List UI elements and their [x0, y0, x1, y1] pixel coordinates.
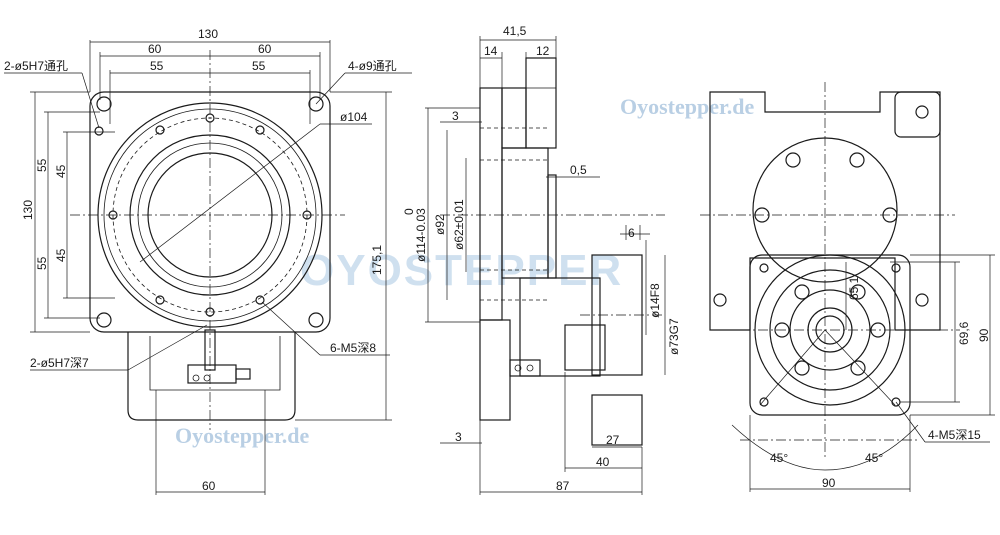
dim-92: ø92 — [433, 214, 447, 235]
sensor-body — [187, 364, 237, 384]
callout-pin-holes-bottom: 2-ø5H7深7 — [30, 356, 89, 370]
sensor-post — [204, 329, 216, 371]
dim-65-1: 65,1 — [847, 276, 861, 300]
dim-69-6: 69,6 — [957, 321, 971, 345]
dim-27: 27 — [606, 433, 620, 447]
dim-41-5: 41,5 — [503, 24, 527, 38]
corner-hole — [308, 96, 324, 112]
corner-hole — [96, 96, 112, 112]
dim-45-bot: 45 — [54, 248, 68, 262]
dim-90-vertical: 90 — [977, 328, 991, 342]
dim-60-right: 60 — [258, 42, 272, 56]
bolt-hole — [155, 125, 165, 135]
dim-55-right: 55 — [252, 59, 266, 73]
dim-62: ø62±0.01 — [452, 199, 466, 250]
dim-73g7: ø73G7 — [667, 318, 681, 355]
bolt-hole — [255, 125, 265, 135]
callout-through-holes: 4-ø9通孔 — [348, 59, 397, 73]
dim-55-bot: 55 — [35, 256, 49, 270]
dim-14: 14 — [484, 44, 498, 58]
dim-87: 87 — [556, 479, 570, 493]
watermark-bottom: Oyostepper.de — [175, 423, 309, 448]
dim-6: 6 — [628, 226, 635, 240]
dim-55-left: 55 — [150, 59, 164, 73]
callout-rear-m5: 4-M5深15 — [928, 428, 981, 442]
dim-angle-left: 45° — [770, 451, 788, 465]
dim-55-top: 55 — [35, 158, 49, 172]
bolt-hole — [155, 295, 165, 305]
dim-14f8: ø14F8 — [648, 283, 662, 318]
dia-leader — [139, 123, 321, 263]
dim-0-5: 0,5 — [570, 163, 587, 177]
dim-90-horizontal: 90 — [822, 476, 836, 490]
dim-60-left: 60 — [148, 42, 162, 56]
left-front-view: 130 60 60 55 55 130 55 45 45 55 175,1 60 — [4, 27, 412, 495]
right-rear-view: 65,1 69,6 90 45° 45° 4-M5深15 90 — [700, 82, 995, 492]
dim-3-top: 3 — [452, 109, 459, 123]
dim-60-bottom: 60 — [202, 479, 216, 493]
dim-130-top: 130 — [198, 27, 218, 41]
callout-pin-holes-top: 2-ø5H7通孔 — [4, 59, 68, 73]
dim-angle-right: 45° — [865, 451, 883, 465]
watermark-top: Oyostepper.de — [620, 94, 754, 119]
top-collar — [525, 57, 557, 149]
corner-hole — [308, 312, 324, 328]
dim-114-lower: ø114-0.03 — [414, 208, 428, 262]
bolt-hole — [255, 295, 265, 305]
lower-body — [127, 332, 296, 421]
pin-hole — [94, 126, 104, 136]
dim-114-upper: 0 — [402, 208, 416, 215]
callout-dia104: ø104 — [340, 110, 368, 124]
watermark-logo: OYOSTEPPER — [300, 246, 623, 295]
lower-housing — [519, 277, 601, 377]
dim-130-left: 130 — [21, 200, 35, 220]
dim-175-1: 175,1 — [370, 245, 384, 275]
side-section-view: 41,5 14 12 3 0,5 0 ø114-0.03 ø92 ø62±0.0… — [402, 24, 681, 495]
base-block — [591, 394, 643, 446]
lower-body-inner — [149, 336, 281, 391]
corner-hole — [96, 312, 112, 328]
dim-3-bottom: 3 — [455, 430, 462, 444]
dim-45-top: 45 — [54, 164, 68, 178]
dim-40: 40 — [596, 455, 610, 469]
callout-m5-holes: 6-M5深8 — [330, 341, 376, 355]
dim-12: 12 — [536, 44, 550, 58]
